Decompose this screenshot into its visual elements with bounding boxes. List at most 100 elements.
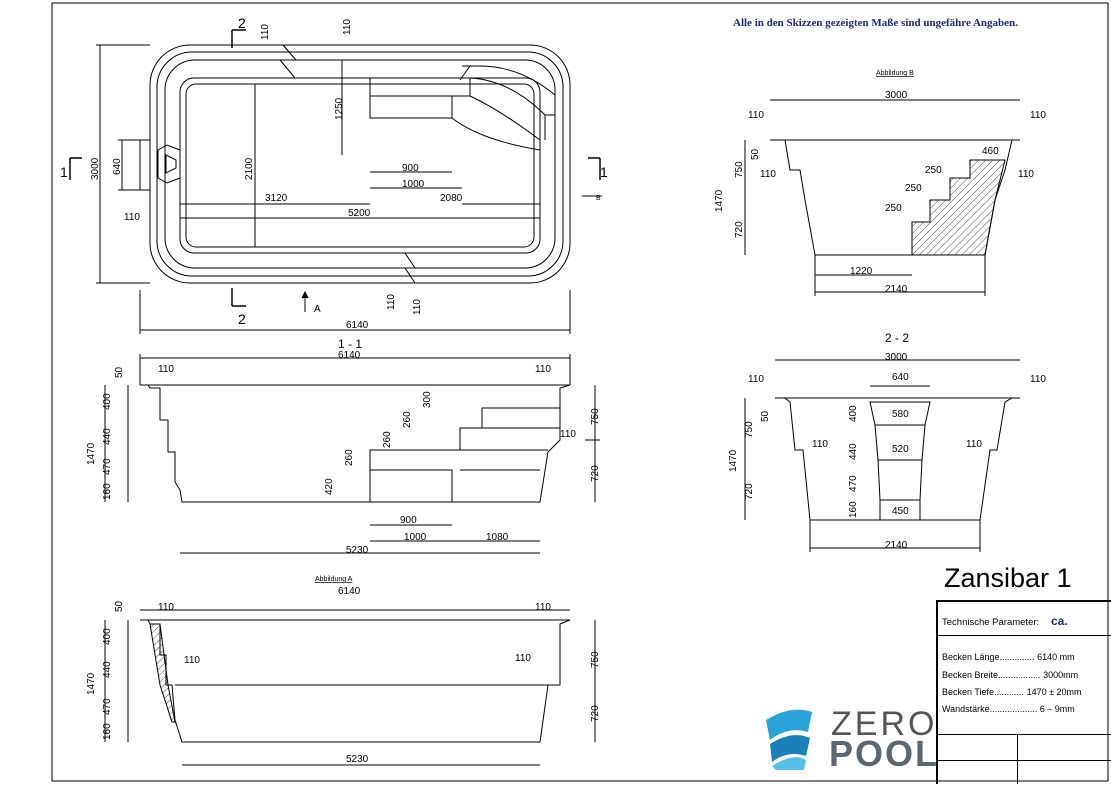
dim-sb-2140: 2140 <box>885 284 908 295</box>
dim-s11-300: 300 <box>422 391 433 408</box>
dim-s22-750: 750 <box>744 421 755 438</box>
dim-plan-3000: 3000 <box>90 157 101 180</box>
dim-s22-110r: 110 <box>1030 374 1046 385</box>
zeropool-logo: ZERO POOL <box>763 705 938 777</box>
plan-view <box>69 29 602 334</box>
dim-s11-1080: 1080 <box>486 532 509 543</box>
dim-sb-110-inner-left: 110 <box>760 169 776 180</box>
params-ca: ca. <box>1051 614 1068 628</box>
dim-s11-110-side: 110 <box>560 429 576 440</box>
section-abbildung-a <box>104 609 596 766</box>
dim-sa-1470: 1470 <box>86 672 97 695</box>
cut-marker-2-top: 2 <box>238 15 246 31</box>
dim-s11-160: 160 <box>102 483 113 500</box>
params-header: Technische Parameter: <box>942 617 1040 628</box>
section-1-1-title: 1 - 1 <box>338 337 362 351</box>
section-a-title: Abbildung A <box>315 576 353 583</box>
dim-plan-110b: 110 <box>342 19 353 35</box>
dim-s11-5230: 5230 <box>346 545 369 556</box>
dim-sb-110l: 110 <box>748 110 764 121</box>
skimmer <box>157 144 181 184</box>
dim-sa-440: 440 <box>102 661 113 678</box>
dim-s22-160: 160 <box>848 501 859 518</box>
section-2-2 <box>744 359 1020 552</box>
param-row-tiefe: Becken Tiefe............ 1470 ± 20mm <box>942 687 1082 697</box>
section-1-1 <box>104 354 600 554</box>
section-a-profile <box>147 619 571 743</box>
dim-plan-2100: 2100 <box>244 157 255 180</box>
dim-s11-260b: 260 <box>382 431 393 448</box>
dim-s11-720: 720 <box>590 465 601 482</box>
dim-s11-110l: 110 <box>158 364 174 375</box>
arrow-a-label: A <box>314 304 321 315</box>
dim-plan-110d: 110 <box>412 299 423 315</box>
dim-sa-50: 50 <box>114 600 125 612</box>
dim-s11-1470: 1470 <box>86 442 97 465</box>
dim-plan-110a: 110 <box>260 24 271 40</box>
dim-s11-900: 900 <box>400 515 417 526</box>
dim-s11-750: 750 <box>590 408 601 425</box>
dim-sb-750: 750 <box>734 161 745 178</box>
dim-s11-1000: 1000 <box>404 532 427 543</box>
dim-s22-520: 520 <box>892 444 909 455</box>
dim-sa-400: 400 <box>102 628 113 645</box>
zeropool-logo-mark <box>766 709 812 770</box>
dim-plan-1000: 1000 <box>402 179 425 190</box>
logo-text-zero: ZERO <box>831 705 938 743</box>
sheet-border <box>51 2 1109 782</box>
technical-parameters-table: Technische Parameter: ca. Becken Länge..… <box>936 600 1111 784</box>
param-row-breite: Becken Breite................. 3000mm <box>942 670 1079 680</box>
dim-sb-110r: 110 <box>1030 110 1046 121</box>
model-title: Zansibar 1 <box>944 563 1072 593</box>
param-row-laenge: Becken Länge.............. 6140 mm <box>942 652 1075 662</box>
param-row-wandstaerke: Wandstärke................... 6 – 9mm <box>942 704 1075 714</box>
dim-sb-50: 50 <box>750 148 761 160</box>
dim-s22-1470: 1470 <box>728 449 739 472</box>
dim-plan-2080: 2080 <box>440 193 463 204</box>
dim-sb-250a: 250 <box>925 165 942 176</box>
dim-sa-6140: 6140 <box>338 586 361 597</box>
dim-s22-110l: 110 <box>748 374 764 385</box>
dim-sa-110-inner-right: 110 <box>515 653 531 664</box>
dim-sa-720: 720 <box>590 705 601 722</box>
plan-step-1 <box>369 77 471 97</box>
dim-plan-640: 640 <box>112 158 123 175</box>
dim-s11-440: 440 <box>102 428 113 445</box>
dim-s22-400: 400 <box>848 405 859 422</box>
dim-sa-750: 750 <box>590 651 601 668</box>
section-b-title: Abbildung B <box>876 70 914 77</box>
dim-sa-110l: 110 <box>158 602 174 613</box>
dim-s11-50: 50 <box>114 366 125 378</box>
cut-marker-1-left: 1 <box>60 164 68 180</box>
dim-s11-6140: 6140 <box>338 350 361 361</box>
arrow-b-label: B <box>596 195 601 202</box>
dim-s11-470: 470 <box>102 458 113 475</box>
dim-s22-110-inner-left: 110 <box>812 439 828 450</box>
dim-s11-260a: 260 <box>402 411 413 428</box>
dim-s22-450: 450 <box>892 506 909 517</box>
disclaimer-note: Alle in den Skizzen gezeigten Maße sind … <box>733 17 1018 29</box>
cut-marker-1-right: 1 <box>600 164 608 180</box>
logo-text-pool: POOL <box>829 733 940 774</box>
dim-s22-640: 640 <box>892 372 909 383</box>
dim-s22-580: 580 <box>892 409 909 420</box>
section-2-2-title: 2 - 2 <box>885 331 909 345</box>
dim-plan-6140: 6140 <box>346 320 369 331</box>
dim-plan-1250: 1250 <box>334 97 345 120</box>
dim-sb-110-inner-right: 110 <box>1018 169 1034 180</box>
dim-s22-3000: 3000 <box>885 352 908 363</box>
dim-s11-110r: 110 <box>535 364 551 375</box>
dim-s11-420: 420 <box>324 478 335 495</box>
dim-sa-160: 160 <box>102 723 113 740</box>
dim-plan-110-left: 110 <box>124 212 140 223</box>
dim-sa-110r: 110 <box>535 602 551 613</box>
dim-sb-250b: 250 <box>905 183 922 194</box>
dim-sb-250c: 250 <box>885 203 902 214</box>
dim-plan-3120: 3120 <box>265 193 288 204</box>
section-1-1-profile <box>147 384 571 503</box>
dim-plan-110c: 110 <box>386 294 397 310</box>
dim-s11-260c: 260 <box>344 449 355 466</box>
dim-sb-1220: 1220 <box>850 266 873 277</box>
